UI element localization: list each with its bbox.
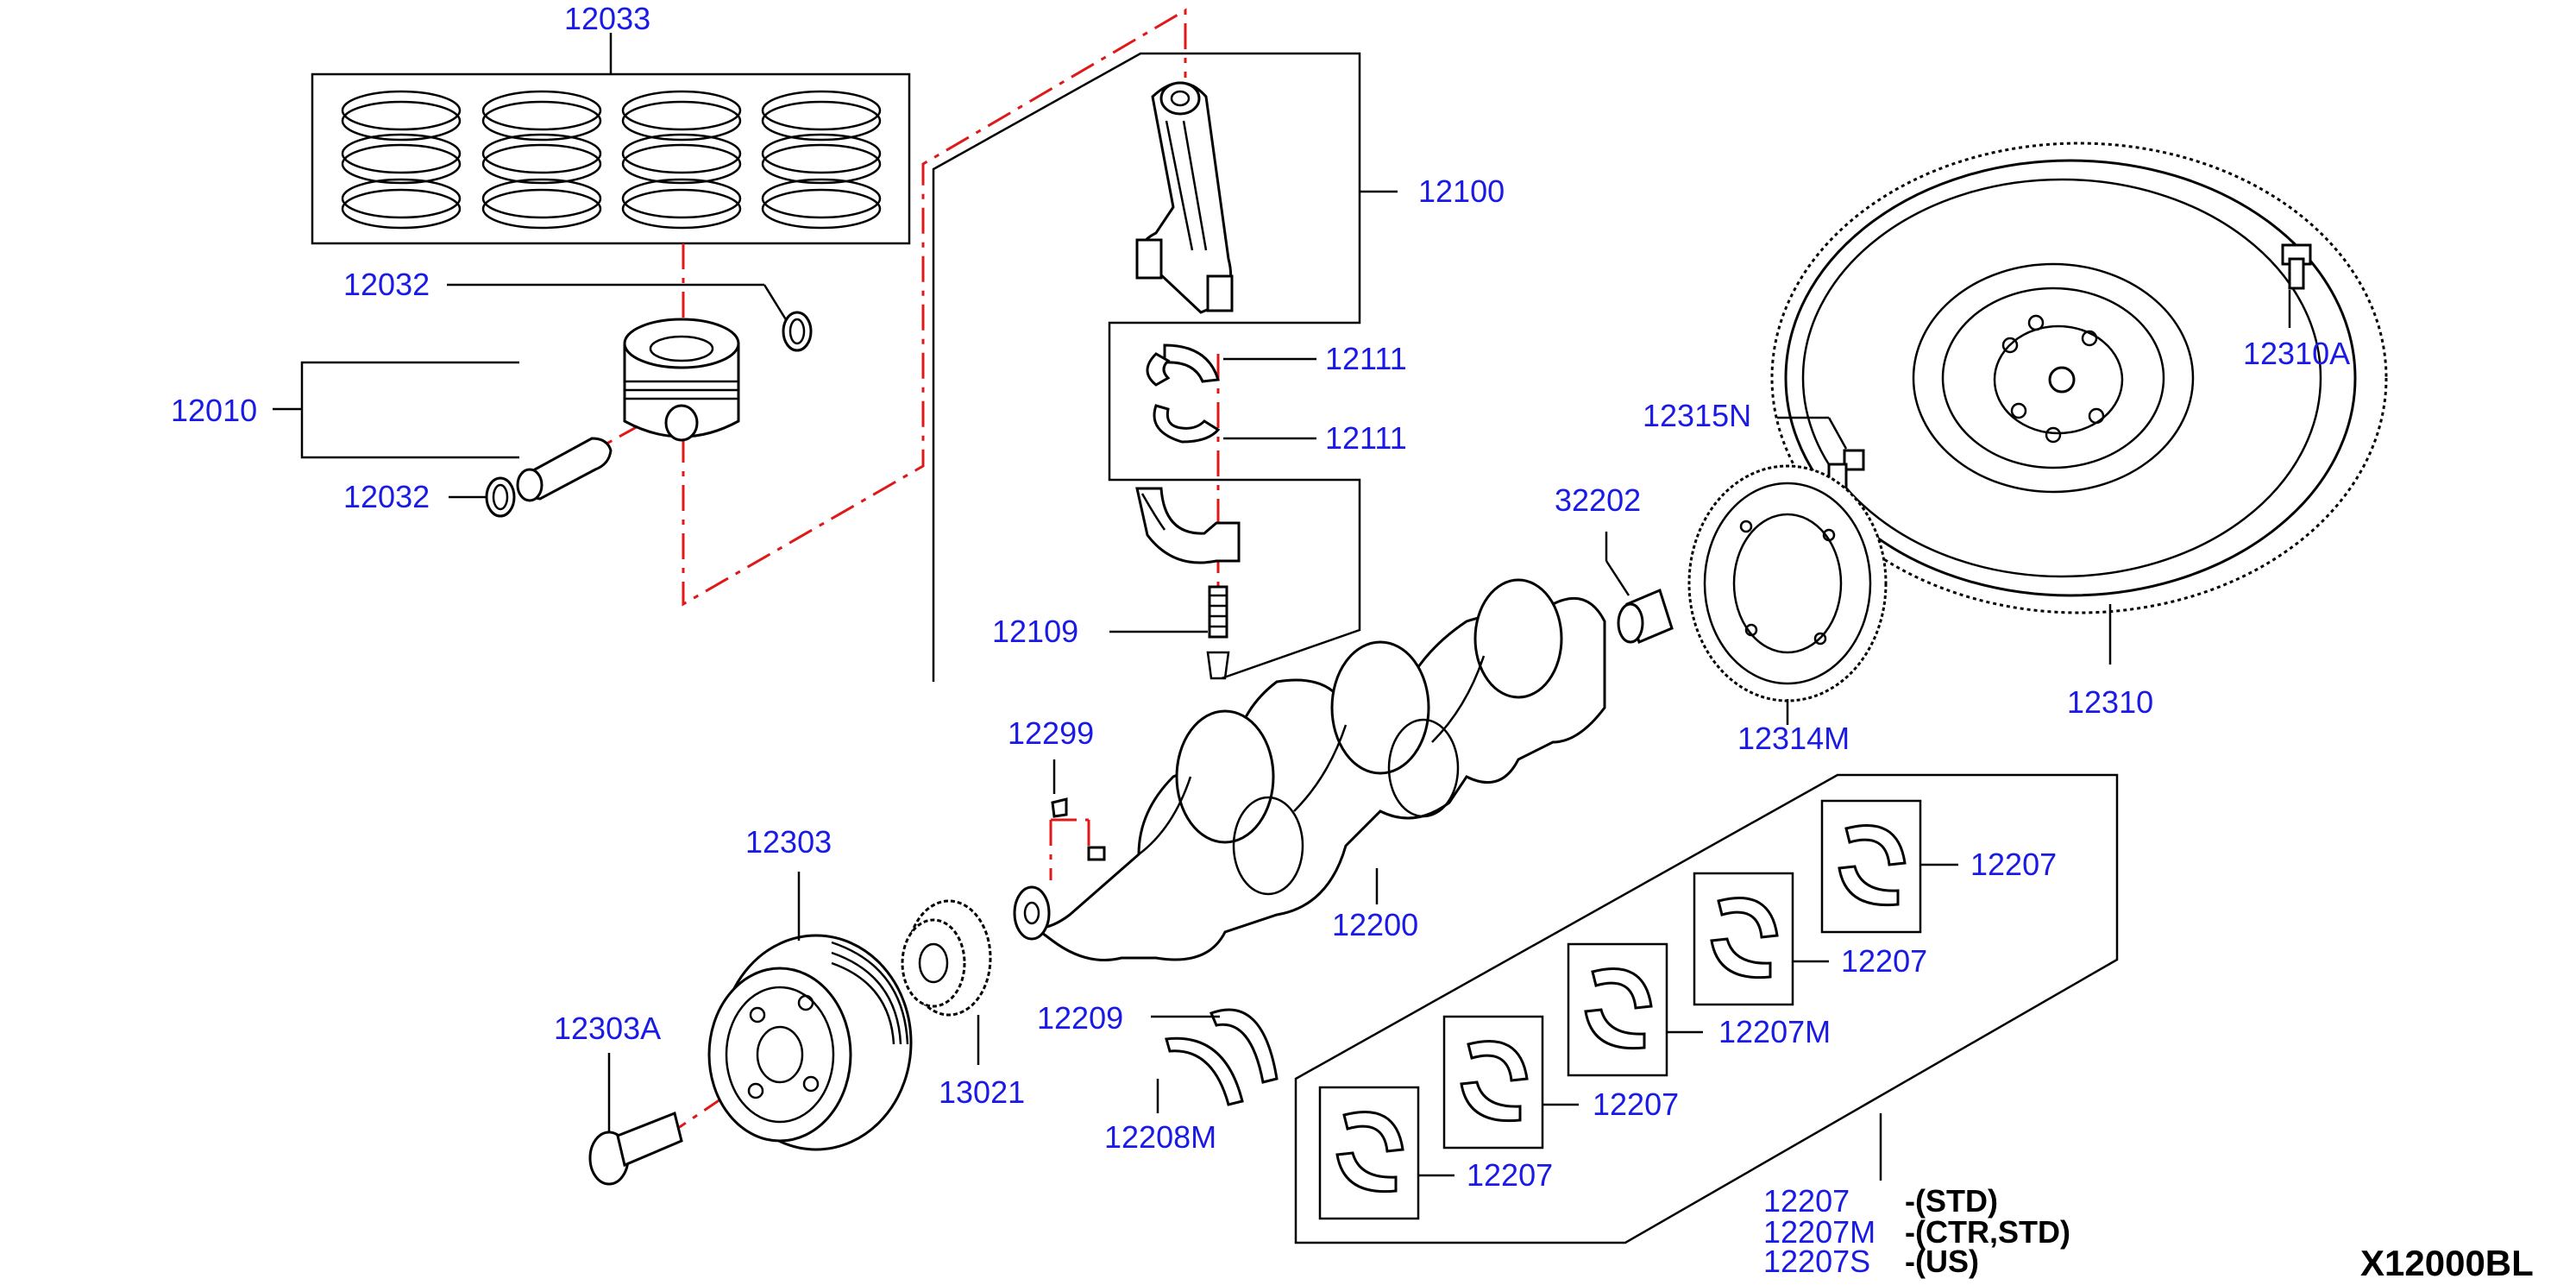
legend-desc-1: -(STD) [1905, 1183, 1998, 1219]
piston-assembly-frame [273, 283, 789, 499]
piston [623, 318, 740, 442]
legend-code-1[interactable]: 12207 [1763, 1183, 1850, 1219]
woodruff-key [1051, 797, 1068, 818]
main-bearing-5 [1318, 1086, 1420, 1220]
connecting-rod-frame [932, 52, 1398, 682]
legend-code-2[interactable]: 12207M [1763, 1214, 1875, 1250]
label-12109[interactable]: 12109 [992, 614, 1078, 649]
label-12207-b[interactable]: 12207 [1841, 943, 1927, 979]
label-12303[interactable]: 12303 [745, 824, 832, 860]
label-12032-upper[interactable]: 12032 [343, 267, 430, 302]
flywheel [1770, 142, 2388, 614]
legend-code-3[interactable]: 12207S [1763, 1244, 1870, 1279]
ring-stack-3 [621, 90, 742, 230]
legend-desc-2: -(CTR,STD) [1905, 1214, 2070, 1250]
snap-ring-upper [782, 311, 813, 352]
main-bearing-4 [1442, 1015, 1544, 1150]
legend-desc-3: -(US) [1905, 1244, 1979, 1279]
label-12315N[interactable]: 12315N [1643, 398, 1751, 433]
label-13021[interactable]: 13021 [939, 1074, 1025, 1110]
ring-stack-2 [481, 90, 602, 230]
label-12010[interactable]: 12010 [171, 393, 257, 428]
label-12207-d[interactable]: 12207 [1467, 1157, 1553, 1193]
thrust-washer-upper [1209, 1008, 1279, 1084]
main-bearing-frame [1294, 773, 2119, 1244]
crankshaft [1013, 578, 1606, 961]
label-12310A[interactable]: 12310A [2243, 336, 2350, 371]
label-12314M[interactable]: 12314M [1737, 721, 1850, 756]
conrod-bearing-lower [1153, 404, 1221, 444]
label-12032-lower[interactable]: 12032 [343, 479, 430, 514]
main-bearing-2 [1693, 872, 1794, 1006]
label-12200[interactable]: 12200 [1332, 907, 1418, 942]
snap-ring-lower [485, 476, 516, 518]
thrust-washer-lower [1165, 1036, 1244, 1106]
conrod-cap [1135, 487, 1241, 564]
diagram-reference-code: X12000BL [2360, 1243, 2534, 1281]
label-12310[interactable]: 12310 [2067, 684, 2153, 720]
signal-plate [1687, 464, 1888, 702]
label-12299[interactable]: 12299 [1008, 715, 1094, 751]
label-12111-upper[interactable]: 12111 [1325, 341, 1407, 376]
label-12100[interactable]: 12100 [1418, 173, 1505, 209]
flywheel-bolt [2281, 243, 2312, 290]
piston-pin [516, 437, 613, 502]
crank-sprocket [901, 899, 992, 1017]
bearing-size-legend: 12207 -(STD) 12207M -(CTR,STD) 12207S -(… [1763, 1183, 2070, 1279]
ring-stack-1 [341, 90, 462, 230]
crank-pulley [707, 934, 913, 1151]
label-12207-c[interactable]: 12207 [1593, 1087, 1679, 1122]
conrod-bearing-upper [1146, 343, 1220, 387]
pulley-bolt [588, 1111, 683, 1186]
conrod-bolt [1206, 585, 1230, 680]
main-bearing-3 [1567, 942, 1668, 1077]
label-12209[interactable]: 12209 [1037, 1000, 1123, 1036]
label-12033[interactable]: 12033 [564, 1, 650, 36]
main-bearing-1 [1820, 799, 1922, 934]
part-labels: 12033 12100 12032 12010 12032 12111 1211… [171, 1, 2350, 1193]
label-12111-lower[interactable]: 12111 [1325, 420, 1407, 456]
ring-stack-4 [761, 90, 882, 230]
label-12207-a[interactable]: 12207 [1970, 847, 2057, 882]
label-32202[interactable]: 32202 [1555, 482, 1641, 518]
label-12208M[interactable]: 12208M [1104, 1119, 1216, 1155]
pilot-bolt-12315N [1827, 449, 1865, 490]
leader-lines [607, 290, 2291, 1177]
connecting-rod [1135, 81, 1234, 314]
label-12303A[interactable]: 12303A [554, 1011, 661, 1046]
label-12207M[interactable]: 12207M [1718, 1014, 1831, 1049]
piston-ring-set [311, 33, 911, 245]
pilot-bushing [1617, 588, 1674, 645]
